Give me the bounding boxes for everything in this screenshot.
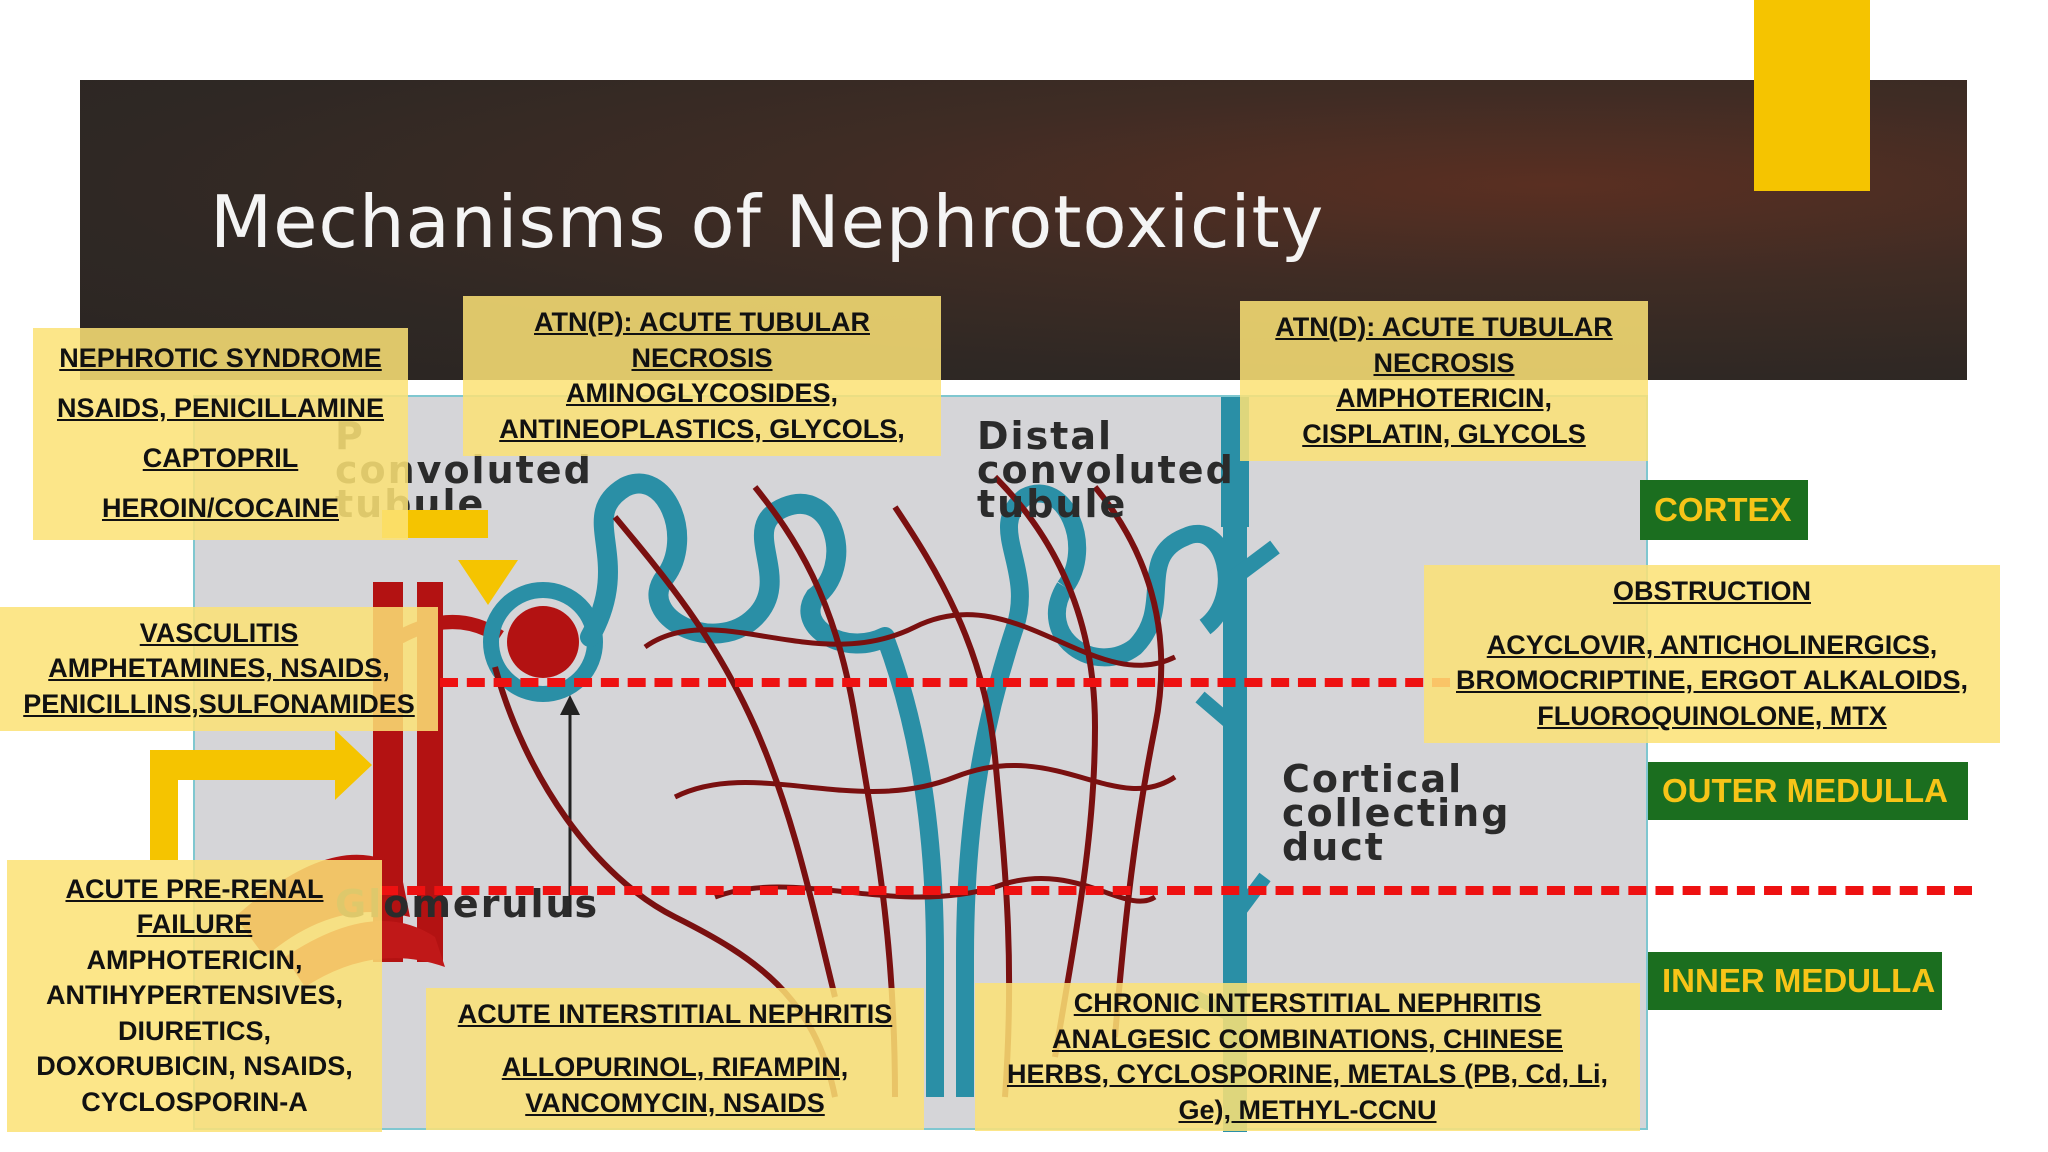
box-line: AMPHOTERICIN, xyxy=(86,944,303,975)
box-line: ACYCLOVIR, ANTICHOLINERGICS, xyxy=(1486,629,1938,660)
box-line: AMPHOTERICIN, xyxy=(1336,383,1552,413)
accent-bar xyxy=(1754,0,1870,191)
box-line: AMPHETAMINES, NSAIDS, xyxy=(48,653,390,684)
box-line: ANTINEOPLASTICS, GLYCOLS, xyxy=(499,413,905,444)
box-nephrotic-syndrome: NEPHROTIC SYNDROME NSAIDS, PENICILLAMINE… xyxy=(33,328,408,540)
box-line: VANCOMYCIN, NSAIDS xyxy=(525,1087,825,1118)
proximal-tubule xyxy=(580,473,895,654)
zone-cortex: CORTEX xyxy=(1640,480,1808,540)
box-line: HEROIN/COCAINE xyxy=(101,493,339,524)
box-line: NECROSIS xyxy=(1373,347,1515,378)
box-line: NSAIDS, PENICILLAMINE xyxy=(56,393,385,424)
box-line: BROMOCRIPTINE, ERGOT ALKALOIDS, xyxy=(1456,665,1968,695)
box-line: HERBS, CYCLOSPORINE, METALS (PB, Cd, Li, xyxy=(1006,1059,1609,1089)
capillary-5 xyxy=(992,474,1099,1058)
box-line: DOXORUBICIN, NSAIDS, xyxy=(36,1051,353,1082)
collecting-branch-3 xyxy=(1229,872,1271,922)
box-line: OBSTRUCTION xyxy=(1613,576,1811,606)
capillary-7 xyxy=(643,612,1177,668)
box-line: ANTIHYPERTENSIVES, xyxy=(45,980,344,1011)
capillary-3 xyxy=(752,485,898,1098)
box-line: CAPTOPRIL xyxy=(142,443,299,474)
cortex-medulla-boundary xyxy=(440,678,1450,687)
box-line: VASCULITIS xyxy=(139,617,299,648)
glomerulus-tuft xyxy=(507,606,579,678)
zone-outer-medulla: OUTER MEDULLA xyxy=(1648,762,1968,820)
box-atn-distal: ATN(D): ACUTE TUBULAR NECROSIS AMPHOTERI… xyxy=(1240,301,1648,461)
box-pre-renal-failure: ACUTE PRE-RENAL FAILURE AMPHOTERICIN, AN… xyxy=(7,860,382,1132)
slide-title: Mechanisms of Nephrotoxicity xyxy=(210,180,1325,264)
box-line: DIURETICS, xyxy=(117,1015,271,1046)
box-line: ATN(P): ACUTE TUBULAR xyxy=(534,307,870,337)
box-line: CHRONIC INTERSTITIAL NEPHRITIS xyxy=(1073,988,1542,1018)
loop-descending xyxy=(876,633,944,1097)
zone-inner-medulla: INNER MEDULLA xyxy=(1648,952,1942,1010)
box-line: AMINOGLYCOSIDES, xyxy=(565,378,839,408)
box-line: ANALGESIC COMBINATIONS, CHINESE xyxy=(1051,1023,1564,1054)
box-acute-interstitial-nephritis: ACUTE INTERSTITIAL NEPHRITIS ALLOPURINOL… xyxy=(426,988,924,1130)
loop-ascending xyxy=(956,484,1087,1097)
box-line: ACUTE INTERSTITIAL NEPHRITIS xyxy=(457,998,893,1029)
glomerulus-pointer-head xyxy=(560,695,580,715)
box-chronic-interstitial-nephritis: CHRONIC INTERSTITIAL NEPHRITIS ANALGESIC… xyxy=(975,983,1640,1131)
box-line: ATN(D): ACUTE TUBULAR xyxy=(1275,312,1613,342)
capillary-8 xyxy=(673,763,1177,800)
box-line: ALLOPURINOL, RIFAMPIN, xyxy=(501,1052,849,1083)
box-line: CYCLOSPORIN-A xyxy=(81,1086,308,1117)
box-line: NEPHROTIC SYNDROME xyxy=(59,343,382,374)
distal-label: Distal convoluted tubule xyxy=(977,414,1235,526)
capillary-6 xyxy=(1092,485,1165,1038)
box-line: FAILURE xyxy=(136,909,253,940)
box-vasculitis: VASCULITIS AMPHETAMINES, NSAIDS, PENICIL… xyxy=(0,607,438,731)
box-line: Ge), METHYL-CCNU xyxy=(1178,1094,1437,1125)
collecting-branch-1 xyxy=(1230,540,1280,584)
box-line: NECROSIS xyxy=(631,342,773,373)
box-obstruction: OBSTRUCTION ACYCLOVIR, ANTICHOLINERGICS,… xyxy=(1424,565,2000,743)
collecting-branch-2 xyxy=(1195,691,1240,733)
box-line: CISPLATIN, GLYCOLS xyxy=(1302,418,1586,449)
box-atn-proximal: ATN(P): ACUTE TUBULAR NECROSIS AMINOGLYC… xyxy=(463,296,941,456)
box-line: PENICILLINS,SULFONAMIDES xyxy=(23,688,415,719)
collecting-duct-label: Cortical collecting duct xyxy=(1282,757,1511,869)
box-line: ACUTE PRE-RENAL xyxy=(65,873,324,904)
outer-inner-medulla-boundary xyxy=(380,886,1972,895)
capillary-2 xyxy=(612,515,838,998)
box-line: FLUOROQUINOLONE, MTX xyxy=(1537,700,1887,731)
